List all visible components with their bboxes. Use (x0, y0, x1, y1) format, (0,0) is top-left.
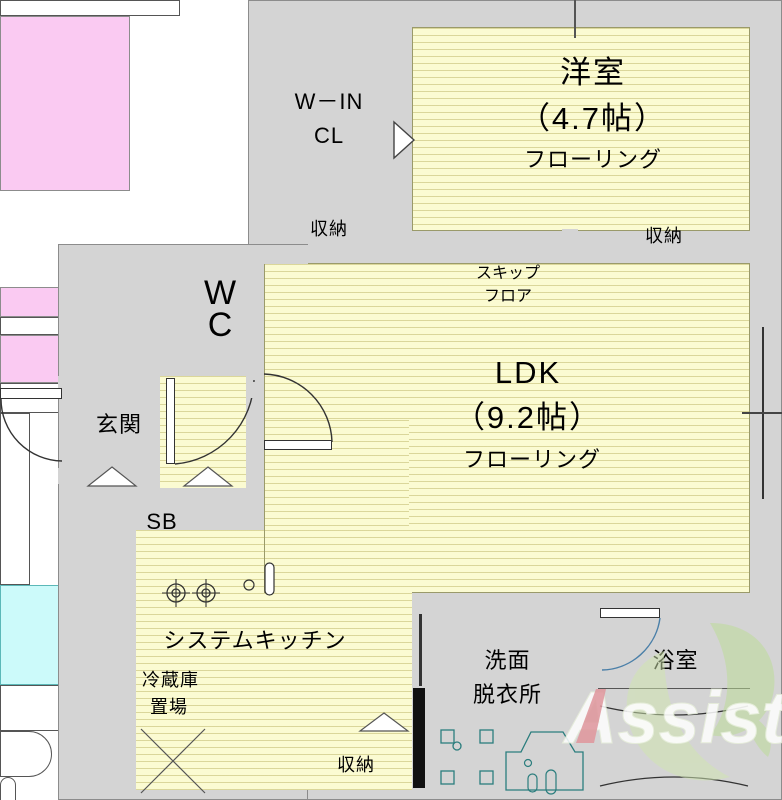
closet-ldk-door-arrow-icon (358, 712, 410, 732)
wc-door-jamb-right (224, 362, 236, 376)
ldk-material: フローリング (462, 447, 601, 472)
ldk-skip-floor-line2: フロア (483, 288, 532, 305)
closet-ldk-bottom-label: 収納 (337, 755, 375, 775)
washroom-door-leaf (419, 614, 422, 686)
room-walk-in-closet (0, 16, 130, 191)
wic-door-opening (0, 191, 19, 287)
room-bedroom (412, 27, 750, 231)
ldk-door-jamb-top (248, 382, 264, 398)
washroom-label-line1: 洗面 (484, 648, 531, 673)
vanity-sink-icon (505, 731, 584, 795)
wall-line-left-top (58, 244, 308, 245)
kitchen-faucet-icon (243, 562, 275, 596)
bathtub-ledge (598, 688, 750, 689)
ldk-door-jamb-bottom (248, 452, 264, 468)
wc-label-line2: C (207, 306, 233, 344)
ldk-door-leaf (264, 440, 332, 450)
bathroom-door-swing-arc (601, 617, 661, 671)
toilet-seat (0, 777, 16, 800)
wc-label-line1: W (203, 274, 237, 312)
wc-door-leaf (166, 378, 175, 464)
toilet-bowl (0, 731, 52, 777)
shoe-box-label: SB (146, 509, 178, 534)
window-mullion (574, 0, 576, 38)
window-bedroom-top (0, 0, 180, 16)
wic-door-arrow-icon (393, 120, 416, 160)
bedroom-name: 洋室 (560, 55, 626, 90)
wall-stub-left (248, 244, 308, 264)
entry-door-jamb-top (58, 376, 78, 392)
bathroom-door-jamb-bottom (582, 656, 600, 670)
fridge-label-line1: 冷蔵庫 (142, 670, 199, 690)
bathtub-icon (599, 705, 749, 787)
wic-label-line1: W－IN (294, 89, 364, 114)
hallway-step-arrow-icon (182, 466, 234, 487)
kitchen-label: システムキッチン (163, 628, 347, 653)
bedroom-size: （4.7帖） (518, 101, 668, 136)
washroom-label-line2: 脱衣所 (472, 682, 542, 707)
washroom-corner-wall (432, 596, 510, 634)
wc-door-jamb-left (160, 362, 172, 376)
closet-bedroom-right-label: 収納 (645, 226, 683, 246)
entry-door-swing-arc (0, 398, 63, 462)
ldk-name: LDK (494, 355, 562, 390)
stove-burners-icon (162, 579, 220, 607)
pipe-shaft-x-icon (140, 728, 206, 794)
window-ldk-right (0, 413, 30, 585)
entrance-label: 玄関 (95, 412, 142, 437)
room-kitchen-floor (136, 530, 412, 790)
ldk-edge (264, 263, 265, 593)
bathroom-door-leaf (600, 608, 660, 618)
ldk-skip-floor-line1: スキップ (475, 265, 540, 282)
entrance-step-arrow-icon (86, 466, 138, 487)
entry-door-leaf (0, 388, 62, 399)
wc-door-swing-arc (174, 379, 255, 465)
bedroom-material: フローリング (523, 147, 662, 172)
washer-pan-icon (440, 729, 494, 785)
washroom-door-pocket (413, 688, 425, 788)
window-ldk-center-line (742, 412, 782, 414)
wic-label-line2: CL (313, 123, 345, 148)
closet-right-partition (562, 229, 578, 263)
closet-bedroom-left-label: 収納 (310, 219, 348, 239)
fridge-label-line2: 置場 (150, 697, 188, 717)
ldk-size: （9.2帖） (453, 400, 603, 435)
entry-door-jamb-bottom (58, 468, 78, 484)
bathroom-door-jamb-top (582, 596, 600, 610)
ldk-door-swing-arc (263, 373, 333, 443)
